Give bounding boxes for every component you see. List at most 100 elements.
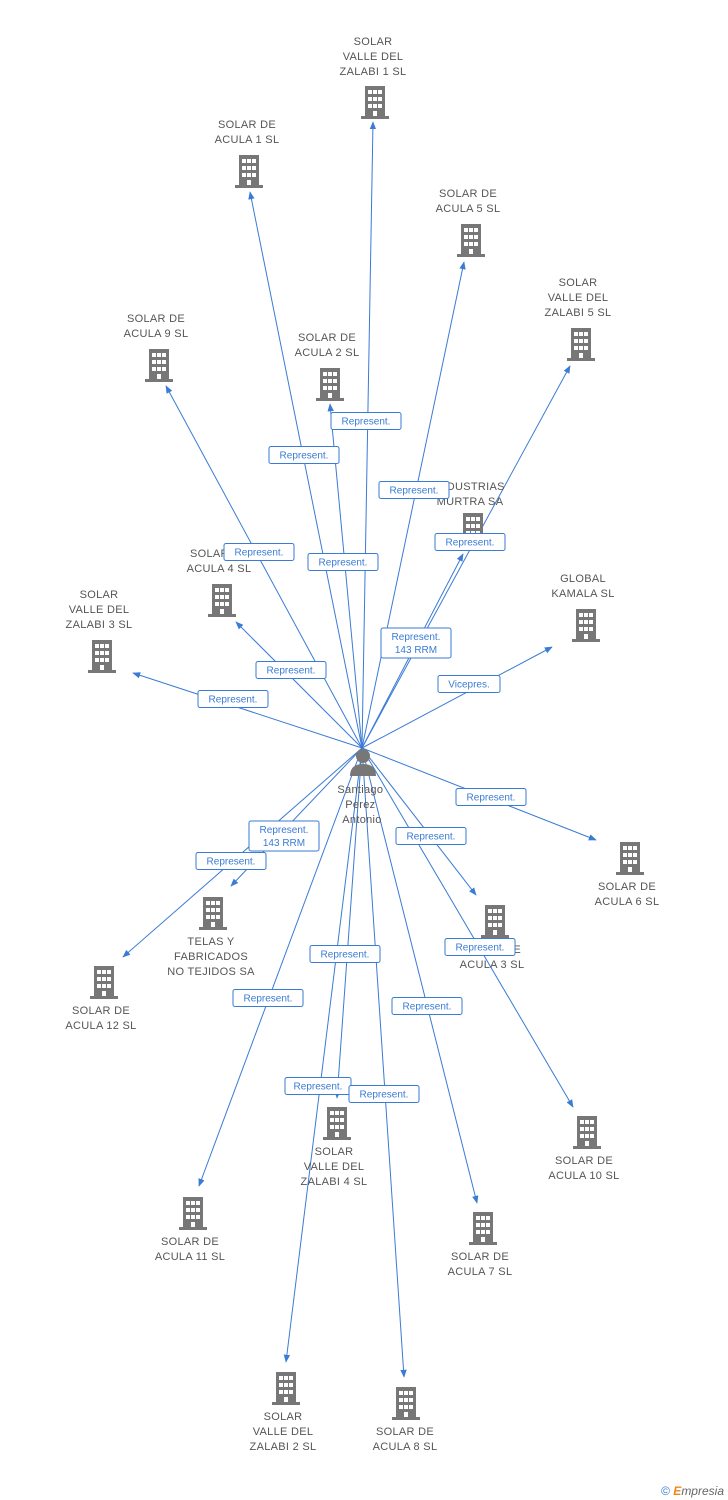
relation-label-box xyxy=(380,627,452,659)
company-label-line: SOLAR xyxy=(264,1411,303,1423)
relation-label-line: Represent. xyxy=(244,994,293,1005)
company-label-line: ACULA 10 SL xyxy=(548,1170,619,1182)
relation-label[interactable]: Vicepres. xyxy=(437,675,501,693)
relation-label-text: Represent. xyxy=(403,1002,452,1013)
company-label-line: SOLAR DE xyxy=(161,1236,219,1248)
relation-label[interactable]: Represent. xyxy=(444,938,516,956)
relation-label-line: 143 RRM xyxy=(395,645,437,656)
building-icon xyxy=(90,966,118,999)
relation-label-line: Represent. xyxy=(390,486,439,497)
building-icon xyxy=(457,224,485,257)
building-icon xyxy=(208,584,236,617)
company-label-line: SOLAR DE xyxy=(451,1251,509,1263)
company-label-line: ZALABI 3 SL xyxy=(66,619,133,631)
relation-label-text: Represent. xyxy=(209,695,258,706)
relation-label[interactable]: Represent. xyxy=(255,661,327,679)
relation-label[interactable]: Represent. xyxy=(391,997,463,1015)
relation-label[interactable]: Represent. xyxy=(378,481,450,499)
relation-label-line: Represent. xyxy=(403,1002,452,1013)
brand-logo-initial: E xyxy=(673,1484,682,1498)
relation-label-box xyxy=(309,945,381,963)
relation-label-box xyxy=(223,543,295,561)
company-label-line: ACULA 11 SL xyxy=(155,1251,225,1263)
building-icon xyxy=(392,1387,420,1420)
relation-label[interactable]: Represent. xyxy=(434,533,506,551)
relation-label-box xyxy=(268,446,340,464)
relation-label[interactable]: Represent. xyxy=(348,1085,420,1103)
company-label: SOLAR VALLE DEL ZALABI 3 SL xyxy=(66,589,133,631)
relation-edge xyxy=(361,646,553,749)
company-label-line: ZALABI 1 SL xyxy=(340,66,407,78)
relation-label[interactable]: Represent. xyxy=(223,543,295,561)
building-icon xyxy=(272,1372,300,1405)
relation-label-line: Represent. xyxy=(360,1090,409,1101)
company-label-line: ACULA 2 SL xyxy=(295,347,360,359)
relation-label-text: Represent. xyxy=(267,666,316,677)
edge-labels-layer: Represent. Represent. Represent. Represent.… xyxy=(195,412,527,1103)
relation-label[interactable]: Represent. xyxy=(395,827,467,845)
company-node[interactable]: SOLAR VALLE DEL ZALABI 3 SL xyxy=(66,589,133,673)
building-icon xyxy=(481,905,509,938)
relation-label-text: Represent. xyxy=(342,417,391,428)
relation-label-line: Represent. xyxy=(342,417,391,428)
center-node[interactable]: Santiago Perez Antonio xyxy=(337,749,386,826)
company-label-line: VALLE DEL xyxy=(69,604,130,616)
relation-label-text: Represent. xyxy=(294,1082,343,1093)
company-label-line: SOLAR xyxy=(80,589,119,601)
relation-edge xyxy=(361,747,477,896)
building-icon xyxy=(469,1212,497,1245)
relation-label[interactable]: Represent. xyxy=(455,788,527,806)
company-label-line: TELAS Y xyxy=(187,936,235,948)
relation-label[interactable]: Represent. xyxy=(268,446,340,464)
relation-label-box xyxy=(348,1085,420,1103)
relation-edge xyxy=(361,121,377,749)
relation-label[interactable]: Represent. xyxy=(307,553,379,571)
relation-label[interactable]: Represent.143 RRM xyxy=(248,820,320,852)
relation-label[interactable]: Represent. xyxy=(197,690,269,708)
relation-label-text: Represent. xyxy=(244,994,293,1005)
relation-label-line: Vicepres. xyxy=(448,680,490,691)
building-icon xyxy=(572,609,600,642)
relation-label[interactable]: Represent. xyxy=(232,989,304,1007)
footer-brand: © Empresia xyxy=(661,1484,724,1498)
building-icon xyxy=(179,1197,207,1230)
relation-label[interactable]: Represent. xyxy=(330,412,402,430)
relation-edge xyxy=(361,747,407,1378)
company-label-line: VALLE DEL xyxy=(343,51,404,63)
relation-label[interactable]: Represent. 143 RRM xyxy=(380,627,452,659)
relation-label-box xyxy=(434,533,506,551)
relation-label-box xyxy=(255,661,327,679)
company-label-line: VALLE DEL xyxy=(253,1426,314,1438)
building-icon xyxy=(361,86,389,119)
relation-label[interactable]: Represent. xyxy=(195,852,267,870)
company-node[interactable]: SOLAR DE ACULA 11 SL xyxy=(155,1197,225,1263)
relation-label-line: Represent. xyxy=(392,632,441,643)
relation-label[interactable]: Represent. xyxy=(309,945,381,963)
relation-label-box xyxy=(378,481,450,499)
company-label-line: ACULA 3 SL xyxy=(460,959,525,971)
relation-label-line: Represent. xyxy=(456,943,505,954)
relation-label[interactable]: Represent. xyxy=(284,1077,352,1095)
